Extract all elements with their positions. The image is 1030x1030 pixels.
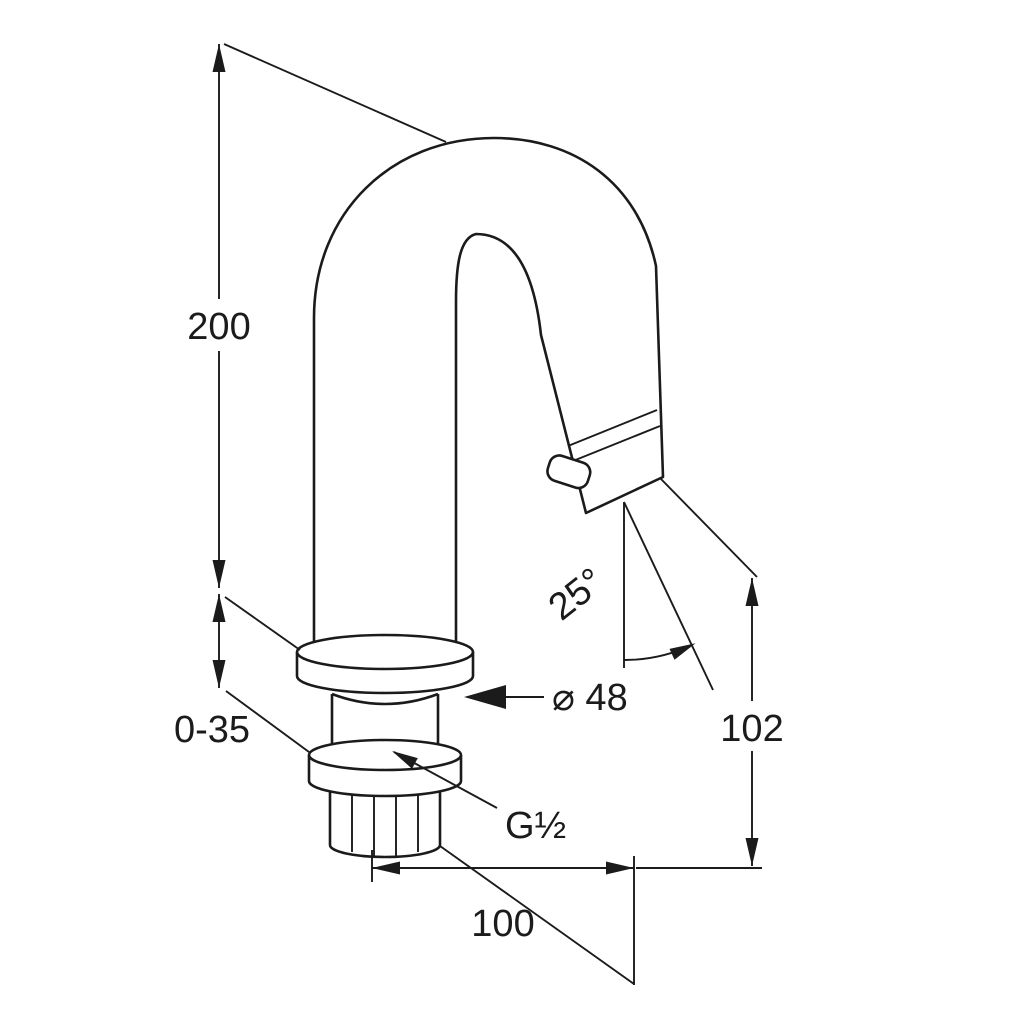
base-flange-top [295,633,475,671]
clamping-washer-top [307,738,463,772]
dimension-label-102: 102 [720,708,783,750]
arrowhead-down [212,560,226,588]
spout-axis-line [623,501,714,691]
deck-bottom-reference-line [225,690,635,985]
deck-top-reference-line [224,596,301,651]
aerator-cap-line [572,425,661,462]
arrowhead-left [372,861,400,875]
label-mask [720,701,784,751]
deck-reference-lines [224,596,635,985]
spout-body [312,136,665,658]
arrowhead-down [212,660,226,688]
dimension-base-diameter: ⌀ 48 [464,677,628,719]
dimension-label-100: 100 [471,903,534,945]
extension-line-outlet [660,478,758,578]
dimension-outlet-height: 102 [636,478,784,869]
arrowhead-up [212,44,226,72]
arrowhead-down [745,838,759,866]
arrowhead-arc [669,643,696,660]
arrowhead-right [606,861,634,875]
arrowhead-left-large [464,685,506,709]
arrowhead-up-left [392,751,418,769]
dimension-spout-reach: 100 [371,850,635,985]
dimension-label-0-35: 0-35 [174,709,250,751]
arrowhead-up [745,578,759,606]
dimension-label-200: 200 [187,306,250,348]
dimension-spout-angle: 25° [541,501,714,691]
mounting-nut-facets [351,790,419,856]
mounting-nut [328,786,442,859]
dimension-total-height: 200 [187,43,447,588]
dimension-label-diameter: ⌀ 48 [552,677,628,719]
flange-bevel [331,692,439,706]
lever-pin [546,454,592,490]
faucet [295,136,665,859]
arrowhead-up [212,594,226,622]
dimension-thread: G½ [392,751,566,847]
dimension-label-thread: G½ [505,805,566,847]
aerator-cap-line [567,409,658,447]
dimension-mounting-thickness: 0-35 [174,594,250,751]
extension-line-spout-top [223,43,447,143]
label-mask [188,299,250,351]
dimension-label-angle: 25° [541,560,612,628]
